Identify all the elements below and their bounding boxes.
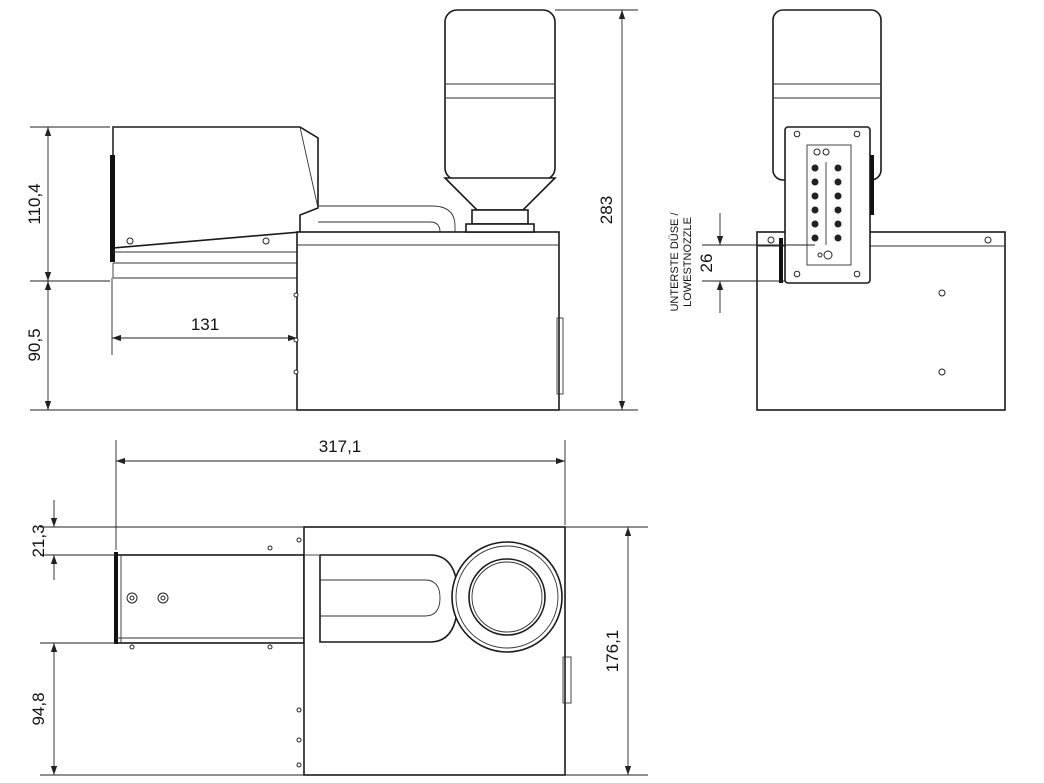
side-view: 110,4 90,5 131 283 — [25, 9, 638, 411]
side-lower-box — [296, 231, 560, 411]
side-upper-housing — [112, 126, 319, 249]
side-dimensions — [30, 9, 638, 411]
top-arm — [115, 554, 305, 644]
top-main-box — [303, 526, 566, 776]
front-dimensions — [702, 213, 815, 313]
nozzle-label-line2: LOWESTNOZZLE — [682, 217, 694, 307]
top-connector — [562, 656, 572, 704]
dim-upper-height: 110,4 — [25, 183, 44, 224]
nozzle-head — [779, 126, 874, 284]
dim-top-lower: 94,8 — [29, 692, 48, 725]
top-view: 317,1 21,3 94,8 176,1 — [29, 437, 648, 776]
top-bottle-outer — [451, 541, 563, 653]
front-lower-box — [756, 231, 1006, 411]
dim-total-width: 317,1 — [319, 437, 362, 456]
side-bottle — [443, 9, 557, 233]
side-connector — [556, 317, 564, 395]
dim-top-offset: 21,3 — [29, 524, 48, 557]
screw-icon — [262, 237, 270, 245]
side-handle — [110, 155, 115, 262]
screw-icon — [126, 237, 134, 245]
front-view: 26 UNTERSTE DÜSE / LOWESTNOZZLE — [669, 9, 1006, 411]
dim-nozzle-height: 26 — [697, 254, 716, 273]
dim-top-depth: 176,1 — [603, 630, 622, 673]
dim-side-offset: 131 — [191, 315, 219, 334]
side-pipe — [318, 205, 456, 233]
dim-total-height: 283 — [597, 196, 616, 224]
dim-lower-height: 90,5 — [25, 328, 44, 361]
nozzle-label-line1: UNTERSTE DÜSE / — [669, 212, 681, 312]
top-dimensions — [40, 440, 648, 776]
